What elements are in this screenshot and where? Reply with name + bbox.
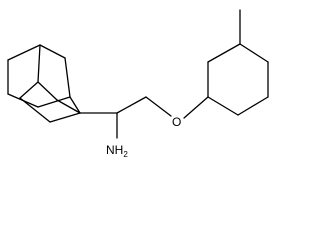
cyclohexane-ring	[207, 9, 269, 116]
adamantane-cage	[7, 44, 81, 123]
amine-label: NH2	[106, 143, 128, 159]
oxygen-label: O	[172, 115, 181, 129]
side-chain	[79, 96, 209, 139]
structure-diagram: NH2 O	[7, 9, 269, 159]
